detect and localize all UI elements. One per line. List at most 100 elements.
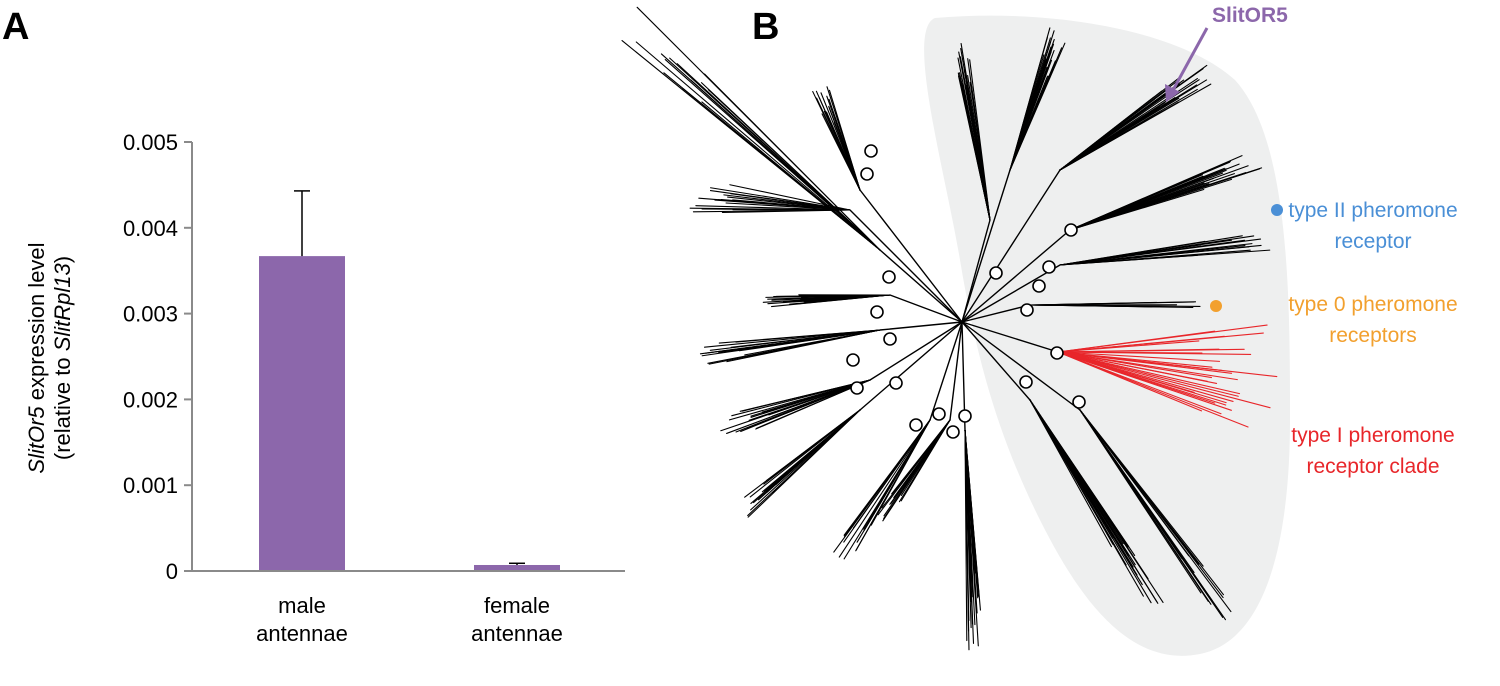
- tree-branch: [900, 419, 951, 502]
- annotation-label: type II pheromone: [1288, 199, 1457, 222]
- tree-branch: [869, 321, 963, 381]
- tree-branch: [1079, 409, 1200, 565]
- tree-branch: [969, 81, 991, 221]
- tree-node: [882, 270, 896, 284]
- tree-branch: [879, 321, 963, 331]
- slitor5-label: SlitOR5: [1212, 4, 1288, 27]
- tree-branch: [1057, 351, 1271, 409]
- tree-branch: [1057, 348, 1220, 353]
- tree-branch: [964, 429, 972, 629]
- tree-branch: [961, 229, 1071, 323]
- tree-branch: [775, 294, 891, 297]
- tree-branch: [1059, 90, 1173, 171]
- tree-branch: [1057, 351, 1234, 402]
- tree-branch: [1057, 351, 1238, 381]
- tree-branch: [879, 249, 963, 323]
- y-tick-label: 0: [166, 559, 178, 584]
- tree-branch: [828, 105, 861, 191]
- tree-branch: [669, 57, 881, 251]
- phylogenetic-tree: SlitOR5 type II pheromone receptor type 0 …: [621, 4, 1458, 656]
- tree-branch: [1029, 304, 1155, 307]
- tree-node: [846, 353, 860, 367]
- tree-branch: [1009, 41, 1052, 171]
- tree-node: [946, 425, 960, 439]
- tree-branch: [771, 294, 891, 308]
- tree-branch: [816, 97, 861, 191]
- tree-branch: [709, 329, 881, 351]
- tree-branch: [1009, 59, 1053, 171]
- tree-branch: [961, 169, 1011, 323]
- tree-branch: [961, 304, 1031, 323]
- slitor5-arrow: [1165, 27, 1209, 102]
- tree-branch: [1059, 111, 1163, 171]
- tree-branch: [1029, 399, 1144, 597]
- tree-branch: [1057, 351, 1249, 428]
- tree-branch: [1059, 249, 1271, 266]
- panel-a-letter: A: [2, 6, 30, 48]
- tree-branch: [1057, 351, 1221, 362]
- tree-node: [1020, 303, 1034, 317]
- tree-branch: [1057, 351, 1208, 382]
- tree-branch: [1009, 27, 1051, 171]
- tree-branch: [949, 321, 963, 421]
- tree-branch: [1069, 169, 1227, 231]
- tree-branch: [859, 189, 963, 323]
- tree-branch: [1059, 246, 1250, 266]
- tree-node: [883, 332, 897, 346]
- bootstrap-nodes: [846, 144, 1086, 439]
- tree-branch: [695, 205, 851, 211]
- type-i-clade-branches: [1057, 324, 1278, 428]
- tree-branch: [1069, 160, 1231, 231]
- tree-branch: [1079, 409, 1183, 559]
- tree-branch: [761, 409, 861, 493]
- annotation-label: type 0 pheromone: [1288, 293, 1457, 316]
- tree-node: [1064, 223, 1078, 237]
- annotation-label: receptor: [1334, 230, 1411, 253]
- tree-branch: [859, 321, 963, 411]
- annotation-label: receptor clade: [1306, 455, 1439, 478]
- tree-branch: [863, 419, 931, 530]
- tree-node: [870, 305, 884, 319]
- tree-branch: [965, 84, 991, 221]
- type-0-dot: [1210, 300, 1222, 312]
- tree-branch: [720, 379, 871, 432]
- y-tick-label: 0.004: [123, 216, 178, 241]
- tree-branch: [749, 409, 861, 498]
- tree-node: [1072, 395, 1086, 409]
- tree-branch: [720, 198, 851, 211]
- tree-node: [958, 409, 972, 423]
- tree-branch: [707, 329, 881, 364]
- tree-node: [864, 144, 878, 158]
- bar: [259, 256, 345, 570]
- category-label: antennae: [471, 621, 563, 646]
- tree-branch: [1059, 244, 1201, 266]
- tree-branch: [788, 294, 891, 303]
- tree-branch: [726, 379, 871, 434]
- y-tick-label: 0.003: [123, 302, 178, 327]
- tree-branch: [929, 321, 963, 421]
- tree-branch: [1029, 399, 1129, 548]
- tree-branch: [961, 321, 1059, 353]
- tree-branch: [843, 419, 931, 536]
- tree-branch: [882, 419, 951, 522]
- tree-node: [909, 418, 923, 432]
- tree-branch: [741, 379, 871, 412]
- tree-branch: [750, 409, 861, 511]
- tree-branch: [1069, 182, 1205, 231]
- tree-branch: [721, 209, 851, 214]
- tree-branch: [961, 169, 1061, 323]
- tree-branches: [621, 6, 1271, 651]
- tree-branch: [704, 73, 881, 251]
- tree-branch: [750, 379, 871, 418]
- y-tick-label: 0.001: [123, 473, 178, 498]
- tree-branch: [1029, 399, 1134, 568]
- y-axis-label-line1: SlitOr5 expression level: [24, 242, 49, 473]
- tree-branch: [1069, 178, 1233, 231]
- tree-node: [860, 167, 874, 181]
- tree-branch: [961, 321, 1081, 411]
- tree-node: [1042, 260, 1056, 274]
- tree-branch: [961, 321, 1031, 401]
- tree-branch: [1057, 335, 1225, 353]
- tree-node: [1032, 279, 1046, 293]
